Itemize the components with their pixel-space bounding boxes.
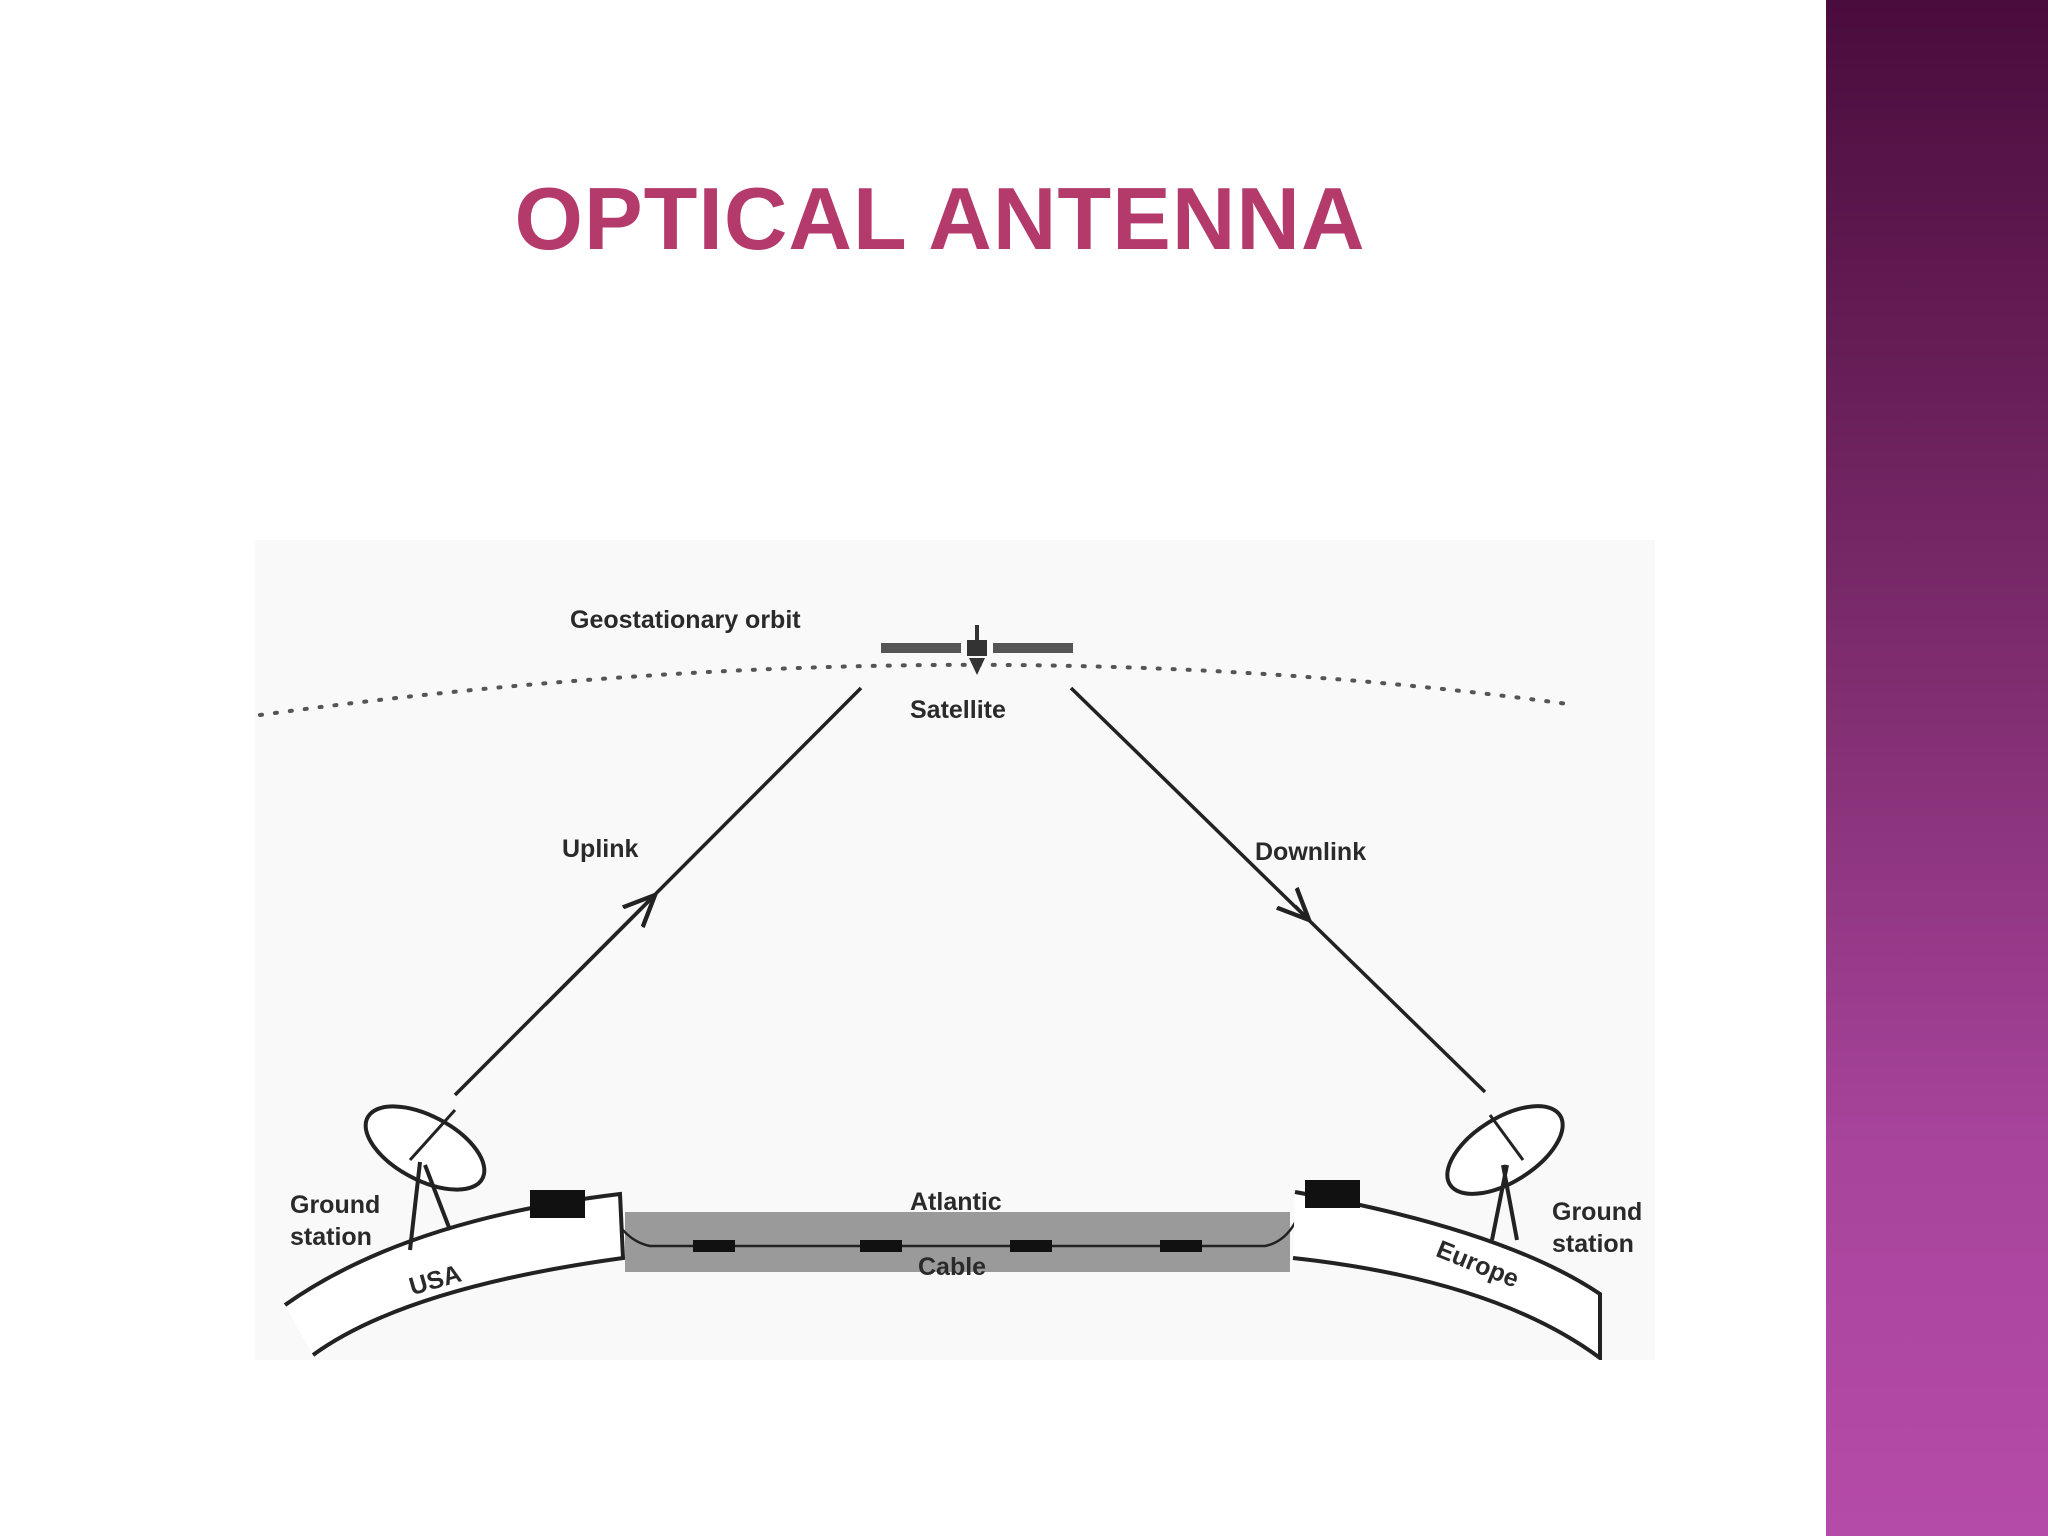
left-ground-station-label-2: station	[290, 1223, 372, 1251]
satellite-label: Satellite	[910, 696, 1006, 724]
right-ground-station-label-1: Ground	[1552, 1198, 1642, 1226]
right-ground-station-label-2: station	[1552, 1230, 1634, 1258]
terminal-box-icon	[530, 1190, 585, 1218]
satellite-link-diagram: Geostationary orbit Satellite Uplink Dow…	[255, 540, 1655, 1360]
dish-antenna-icon	[363, 1104, 487, 1251]
usa-landmass	[283, 1191, 626, 1357]
decorative-side-bar	[1826, 0, 2048, 1536]
slide-title: OPTICAL ANTENNA	[514, 169, 1366, 268]
terminal-box-icon	[1305, 1180, 1360, 1208]
atlantic-label: Atlantic	[910, 1188, 1002, 1216]
satellite-icon	[881, 625, 1073, 675]
europe-landmass	[1292, 1190, 1602, 1360]
uplink-label: Uplink	[562, 835, 638, 863]
uplink-arrow	[543, 895, 655, 1007]
downlink-arrow	[1295, 906, 1309, 920]
orbit-label: Geostationary orbit	[570, 606, 801, 634]
left-ground-station-label-1: Ground	[290, 1191, 380, 1219]
geostationary-orbit-arc	[258, 662, 1577, 717]
dish-antenna-icon	[1445, 1104, 1565, 1241]
cable-repeater-icon	[693, 1240, 1202, 1252]
downlink-label: Downlink	[1255, 838, 1366, 866]
cable-label: Cable	[918, 1253, 986, 1281]
